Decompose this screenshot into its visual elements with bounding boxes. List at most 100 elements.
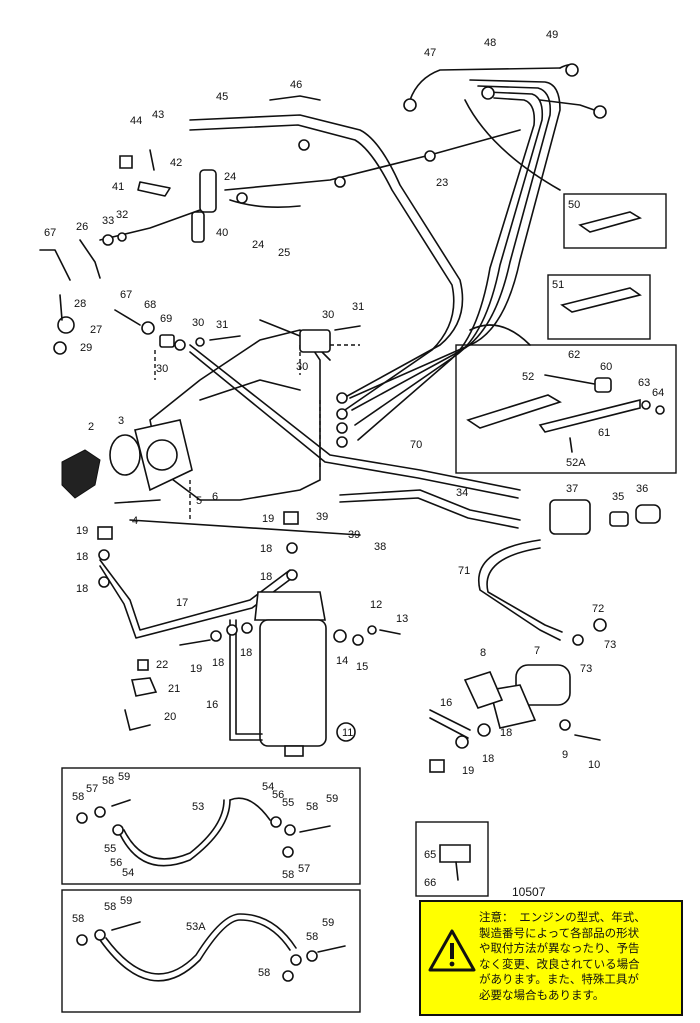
label-19-b: 19: [262, 513, 274, 525]
label-59-d: 59: [322, 917, 334, 929]
inset-52: [455, 344, 677, 474]
inset-65: [415, 821, 489, 897]
label-53: 53: [192, 801, 204, 813]
label-18-d: 18: [260, 571, 272, 583]
label-32: 32: [116, 209, 128, 221]
label-18-g: 18: [500, 727, 512, 739]
label-9: 9: [562, 749, 568, 761]
warning-icon: [428, 929, 476, 972]
label-58-e: 58: [72, 913, 84, 925]
label-41: 41: [112, 181, 124, 193]
label-58-b: 58: [102, 775, 114, 787]
label-3: 3: [118, 415, 124, 427]
label-14: 14: [336, 655, 348, 667]
label-18-b: 18: [260, 543, 272, 555]
label-16-a: 16: [206, 699, 218, 711]
label-52A: 52A: [566, 457, 586, 469]
label-18-f: 18: [240, 647, 252, 659]
label-33: 33: [102, 215, 114, 227]
label-67-mid: 67: [120, 289, 132, 301]
label-31-a: 31: [216, 319, 228, 331]
label-38: 38: [374, 541, 386, 553]
label-43: 43: [152, 109, 164, 121]
label-7: 7: [534, 645, 540, 657]
label-70: 70: [410, 439, 422, 451]
label-17: 17: [176, 597, 188, 609]
label-54-b: 54: [122, 867, 134, 879]
label-24-top: 24: [224, 171, 236, 183]
label-20: 20: [164, 711, 176, 723]
label-13: 13: [396, 613, 408, 625]
label-64: 64: [652, 387, 664, 399]
label-39-a: 39: [316, 511, 328, 523]
label-29: 29: [80, 342, 92, 354]
label-6: 6: [212, 491, 218, 503]
label-58-g: 58: [306, 931, 318, 943]
label-60: 60: [600, 361, 612, 373]
label-18-h: 18: [482, 753, 494, 765]
label-18-e: 18: [212, 657, 224, 669]
label-58-h: 58: [258, 967, 270, 979]
label-37: 37: [566, 483, 578, 495]
label-73-a: 73: [604, 639, 616, 651]
label-28: 28: [74, 298, 86, 310]
label-65: 65: [424, 849, 436, 861]
label-26: 26: [76, 221, 88, 233]
label-10: 10: [588, 759, 600, 771]
banjo-fittings: [53, 294, 361, 355]
label-19-d: 19: [462, 765, 474, 777]
label-59-b: 59: [326, 793, 338, 805]
feed-pump: [463, 618, 607, 741]
label-2: 2: [88, 421, 94, 433]
label-52: 52: [522, 371, 534, 383]
label-50: 50: [568, 199, 580, 211]
label-8: 8: [480, 647, 486, 659]
caution-notice: 注意： エンジンの型式、年式、 製造番号によって各部品の形状 や取付方法が異なっ…: [419, 900, 683, 1016]
inset-51: [547, 274, 651, 340]
label-68: 68: [144, 299, 156, 311]
label-39-b: 39: [348, 529, 360, 541]
label-56-a: 56: [272, 789, 284, 801]
label-30-b: 30: [322, 309, 334, 321]
label-23: 23: [436, 177, 448, 189]
label-59-c: 59: [120, 895, 132, 907]
label-59-a: 59: [118, 771, 130, 783]
label-12: 12: [370, 599, 382, 611]
label-40: 40: [216, 227, 228, 239]
label-58-d: 58: [282, 869, 294, 881]
label-58-f: 58: [104, 901, 116, 913]
pipe-nuts: [236, 63, 607, 448]
label-55-b: 55: [104, 843, 116, 855]
label-46: 46: [290, 79, 302, 91]
label-53A: 53A: [186, 921, 206, 933]
label-58-c: 58: [306, 801, 318, 813]
label-18-a: 18: [76, 551, 88, 563]
inset-50: [563, 193, 667, 249]
label-19-a: 19: [76, 525, 88, 537]
label-22: 22: [156, 659, 168, 671]
label-5: 5: [196, 495, 202, 507]
label-45: 45: [216, 91, 228, 103]
label-49: 49: [546, 29, 558, 41]
label-73-b: 73: [580, 663, 592, 675]
label-58-a: 58: [72, 791, 84, 803]
label-69: 69: [160, 313, 172, 325]
label-4: 4: [132, 515, 138, 527]
injection-pipes: [39, 63, 607, 448]
label-56-b: 56: [110, 857, 122, 869]
inset-53: [61, 767, 361, 885]
caution-text: 注意： エンジンの型式、年式、 製造番号によって各部品の形状 や取付方法が異なっ…: [479, 910, 646, 1002]
label-57-a: 57: [86, 783, 98, 795]
label-61: 61: [598, 427, 610, 439]
label-21: 21: [168, 683, 180, 695]
label-42: 42: [170, 157, 182, 169]
label-31-b: 31: [352, 301, 364, 313]
label-30-d: 30: [296, 361, 308, 373]
label-30-a: 30: [192, 317, 204, 329]
label-36: 36: [636, 483, 648, 495]
label-27: 27: [90, 324, 102, 336]
label-16-b: 16: [440, 697, 452, 709]
label-19-c: 19: [190, 663, 202, 675]
label-71: 71: [458, 565, 470, 577]
label-51: 51: [552, 279, 564, 291]
